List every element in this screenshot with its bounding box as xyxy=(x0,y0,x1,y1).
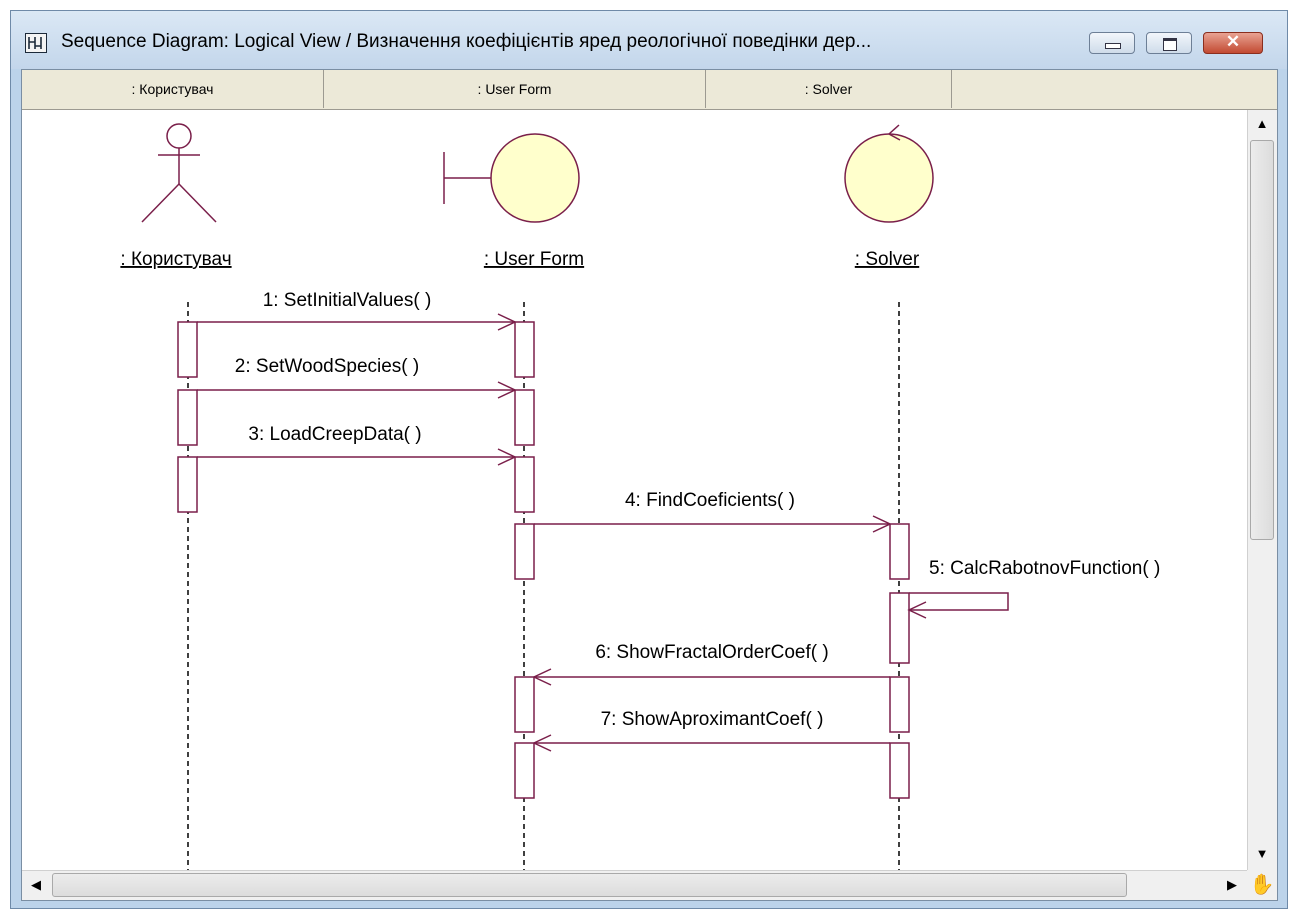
object-label-solver: : Solver xyxy=(855,249,920,270)
diagram-client-area: : Користувач : User Form : Solver xyxy=(21,69,1278,901)
hand-icon[interactable]: ✋ xyxy=(1247,870,1277,900)
activation-box[interactable] xyxy=(514,523,535,580)
message-arrow-7[interactable] xyxy=(532,734,890,752)
minimize-icon xyxy=(1105,43,1121,49)
activation-box[interactable] xyxy=(177,321,198,378)
message-label-6: 6: ShowFractalOrderCoef( ) xyxy=(595,642,828,663)
message-arrow-1[interactable] xyxy=(197,313,517,331)
title-bar[interactable]: Sequence Diagram: Logical View / Визначе… xyxy=(11,11,1287,69)
activation-box[interactable] xyxy=(889,742,910,799)
activation-box[interactable] xyxy=(177,389,198,446)
header-cell-user[interactable]: : Користувач xyxy=(22,70,324,108)
object-label-user-form: : User Form xyxy=(484,249,584,270)
window-title: Sequence Diagram: Logical View / Визначе… xyxy=(61,31,872,52)
activation-box[interactable] xyxy=(514,676,535,733)
arrow-left-icon[interactable]: ◀ xyxy=(31,877,41,892)
maximize-button[interactable] xyxy=(1146,32,1192,54)
sequence-diagram-window: Sequence Diagram: Logical View / Визначе… xyxy=(10,10,1288,909)
header-cell-solver[interactable]: : Solver xyxy=(706,70,952,108)
maximize-icon xyxy=(1163,38,1177,51)
activation-box[interactable] xyxy=(514,742,535,799)
message-label-4: 4: FindCoeficients( ) xyxy=(625,490,795,511)
message-arrow-5[interactable] xyxy=(907,592,1009,619)
activation-box[interactable] xyxy=(889,676,910,733)
message-label-5: 5: CalcRabotnovFunction( ) xyxy=(929,558,1160,579)
object-label-user: : Користувач xyxy=(120,249,231,270)
minimize-button[interactable] xyxy=(1089,32,1135,54)
sequence-diagram-icon xyxy=(25,33,47,53)
message-arrow-6[interactable] xyxy=(532,668,890,686)
close-icon: ✕ xyxy=(1225,32,1241,51)
message-arrow-4[interactable] xyxy=(534,515,892,533)
activation-box[interactable] xyxy=(514,389,535,446)
vertical-scroll-thumb[interactable] xyxy=(1250,140,1274,540)
boundary-icon[interactable] xyxy=(443,133,580,223)
horizontal-scroll-thumb[interactable] xyxy=(52,873,1127,897)
activation-box[interactable] xyxy=(889,523,910,580)
message-arrow-3[interactable] xyxy=(197,448,517,466)
control-icon[interactable] xyxy=(844,124,934,223)
activation-box[interactable] xyxy=(514,321,535,378)
arrow-down-icon[interactable]: ▼ xyxy=(1255,846,1269,861)
message-label-3: 3: LoadCreepData( ) xyxy=(248,424,421,445)
arrow-up-icon[interactable]: ▲ xyxy=(1255,116,1269,131)
message-arrow-2[interactable] xyxy=(197,381,517,399)
sequence-diagram-canvas[interactable]: : Користувач : User Form : Solver xyxy=(22,110,1247,870)
vertical-scrollbar[interactable]: ▲ ▼ xyxy=(1247,110,1277,870)
close-button[interactable]: ✕ xyxy=(1203,32,1263,54)
activation-box[interactable] xyxy=(177,456,198,513)
message-label-1: 1: SetInitialValues( ) xyxy=(263,290,432,311)
message-label-7: 7: ShowAproximantCoef( ) xyxy=(601,709,824,730)
header-cell-user-form[interactable]: : User Form xyxy=(324,70,706,108)
actor-icon[interactable] xyxy=(141,123,217,223)
object-header-bar: : Користувач : User Form : Solver xyxy=(22,70,1277,110)
horizontal-scrollbar[interactable]: ◀ ▶ xyxy=(22,870,1247,900)
activation-box[interactable] xyxy=(889,592,910,664)
arrow-right-icon[interactable]: ▶ xyxy=(1227,877,1237,892)
message-label-2: 2: SetWoodSpecies( ) xyxy=(235,356,419,377)
activation-box[interactable] xyxy=(514,456,535,513)
